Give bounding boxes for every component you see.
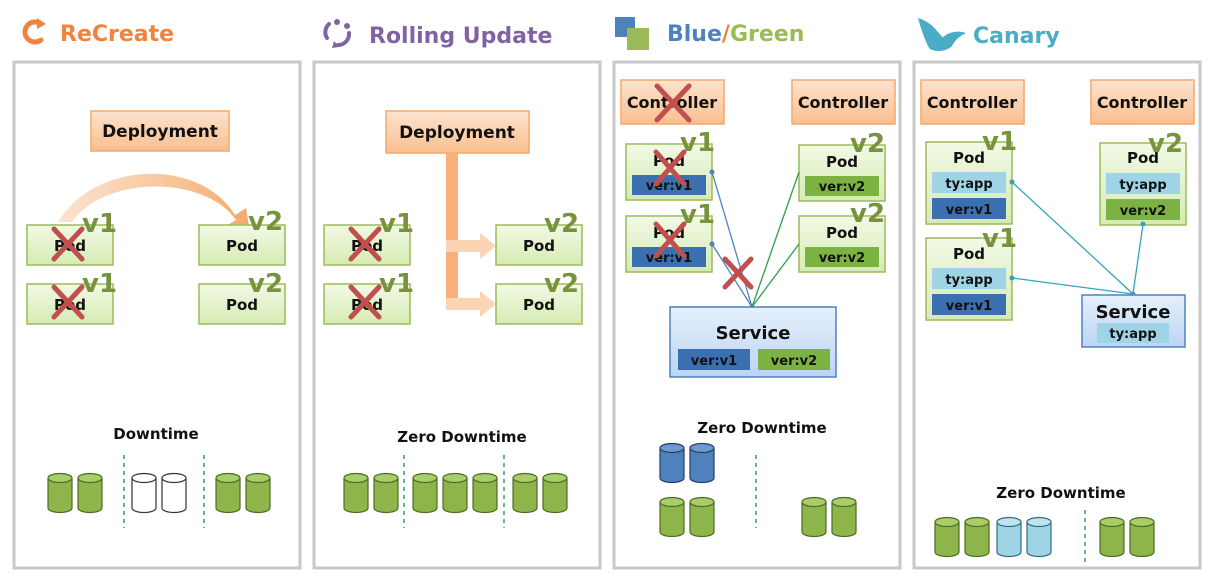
rolling-update-diagram: Deployment Pod v1 Pod v1 Pod v2 Pod v2 Z… xyxy=(323,110,583,528)
terminated-cross-icon xyxy=(654,83,692,123)
ver-v1-tag xyxy=(632,247,706,267)
rolling-cycle-icon xyxy=(323,19,352,48)
canary-header: Canary xyxy=(918,18,1060,51)
controller-label: Controller xyxy=(1097,93,1187,112)
ty-app-tag xyxy=(1106,173,1180,194)
rolling-arrows xyxy=(446,153,496,317)
blue-green-caption: Zero Downtime xyxy=(697,419,826,437)
canary-caption: Zero Downtime xyxy=(996,484,1125,502)
recreate-caption: Downtime xyxy=(113,425,198,443)
pod-v2-a xyxy=(198,224,286,266)
version-badge-v1: v1 xyxy=(82,209,117,239)
blue-green-squares-icon xyxy=(615,17,649,50)
pod-label: Pod xyxy=(523,237,555,255)
availability-cylinders xyxy=(343,455,568,528)
terminated-cross-icon xyxy=(653,149,687,187)
deployment-box xyxy=(90,110,230,152)
recreate-title: ReCreate xyxy=(60,22,174,47)
ver-v2-tag xyxy=(1106,199,1180,220)
ty-app-tag xyxy=(932,268,1006,289)
ty-app-tag xyxy=(932,172,1006,193)
terminated-cross-icon xyxy=(348,226,382,262)
tag-label: ty:app xyxy=(1109,327,1156,342)
version-badge-v2: v2 xyxy=(850,129,885,159)
pod-label: Pod xyxy=(1127,149,1159,167)
version-badge-v2: v2 xyxy=(850,199,885,229)
availability-cylinders xyxy=(659,442,857,538)
pod-label: Pod xyxy=(226,296,258,314)
tag-label: ty:app xyxy=(1119,178,1166,193)
version-badge-v1: v1 xyxy=(82,269,117,299)
blue-green-title: Blue/Green xyxy=(667,22,804,47)
pod-label: Pod xyxy=(953,245,985,263)
pod-label: Pod xyxy=(826,224,858,242)
tag-label: ver:v2 xyxy=(819,251,865,266)
availability-cylinders xyxy=(934,510,1155,565)
tag-label: ty:app xyxy=(945,273,992,288)
version-badge-v1: v1 xyxy=(982,224,1017,254)
ver-v2-selector-tag xyxy=(758,349,830,370)
tag-label: ver:v1 xyxy=(646,251,692,266)
service-label: Service xyxy=(716,323,791,344)
rolling-update-caption: Zero Downtime xyxy=(397,428,526,446)
rolling-update-header: Rolling Update xyxy=(323,19,552,49)
tag-label: ver:v1 xyxy=(691,354,737,369)
deployment-label: Deployment xyxy=(102,122,218,142)
version-badge-v2: v2 xyxy=(248,207,283,237)
controller-box-v1 xyxy=(920,79,1025,125)
tag-label: ty:app xyxy=(945,177,992,192)
version-badge-v1: v1 xyxy=(379,209,414,239)
controller-label: Controller xyxy=(927,93,1017,112)
version-badge-v2: v2 xyxy=(1148,129,1183,159)
tag-label: ver:v2 xyxy=(771,354,817,369)
tag-label: ver:v2 xyxy=(1120,204,1166,219)
version-badge-v2: v2 xyxy=(544,269,579,299)
version-badge-v1: v1 xyxy=(982,127,1017,157)
terminated-cross-icon xyxy=(653,221,687,259)
tag-label: ver:v2 xyxy=(819,180,865,195)
pod-v2-a xyxy=(495,224,583,266)
terminated-cross-icon xyxy=(348,284,382,320)
ver-v1-tag xyxy=(632,175,706,195)
terminated-cross-icon xyxy=(51,284,85,320)
replace-arc-arrow xyxy=(58,173,250,232)
availability-cylinders xyxy=(47,455,271,528)
terminated-cross-icon xyxy=(51,226,85,262)
pod-label: Pod xyxy=(826,153,858,171)
pod-label: Pod xyxy=(226,237,258,255)
disconnected-cross-icon xyxy=(722,256,754,290)
tag-label: ver:v1 xyxy=(946,203,992,218)
blue-green-diagram: Controller Controller Pod ver:v1 v1 Pod … xyxy=(620,79,896,538)
ver-v1-tag xyxy=(932,198,1006,219)
canary-title: Canary xyxy=(973,24,1060,49)
recreate-diagram: Deployment Pod v1 Pod v1 Pod v2 Pod v2 D… xyxy=(26,110,286,528)
ver-v1-tag xyxy=(932,294,1006,315)
canary-diagram: Controller Controller Pod ty:app ver:v1 … xyxy=(920,79,1195,565)
rolling-update-title: Rolling Update xyxy=(369,24,552,49)
bird-icon xyxy=(918,18,966,51)
pod-v2-b xyxy=(198,283,286,325)
ver-v2-tag xyxy=(805,176,879,196)
ver-v1-selector-tag xyxy=(678,349,750,370)
ty-app-selector-tag xyxy=(1097,323,1169,343)
version-badge-v1: v1 xyxy=(379,269,414,299)
deployment-label: Deployment xyxy=(399,123,515,143)
tag-label: ver:v1 xyxy=(946,299,992,314)
refresh-icon xyxy=(22,18,46,45)
controller-box-v2 xyxy=(791,79,896,125)
pod-label: Pod xyxy=(953,149,985,167)
controller-box-v2 xyxy=(1090,79,1195,125)
blue-green-header: Blue/Green xyxy=(615,17,804,50)
deployment-box xyxy=(385,110,530,154)
pod-v2-b xyxy=(495,283,583,325)
ver-v2-tag xyxy=(805,247,879,267)
controller-label: Controller xyxy=(798,93,888,112)
pod-label: Pod xyxy=(523,296,555,314)
recreate-header: ReCreate xyxy=(22,18,174,47)
version-badge-v2: v2 xyxy=(544,209,579,239)
tag-label: ver:v1 xyxy=(646,179,692,194)
service-label: Service xyxy=(1096,302,1171,323)
version-badge-v2: v2 xyxy=(248,269,283,299)
